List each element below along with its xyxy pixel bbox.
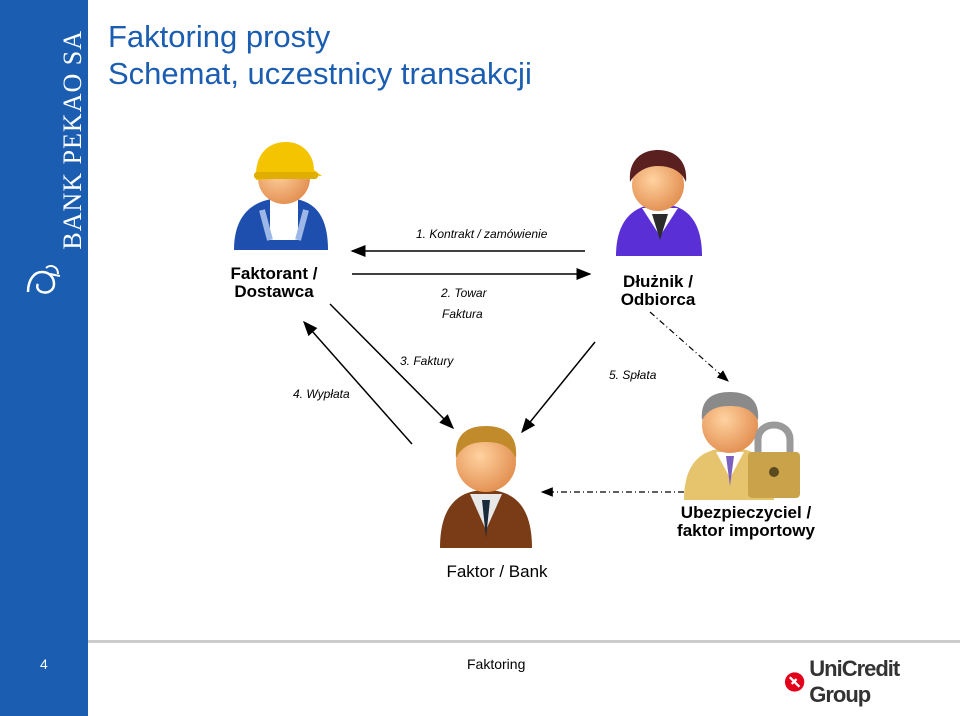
unicredit-logo-icon	[784, 672, 805, 692]
label-faktor: Faktor / Bank	[446, 562, 548, 581]
sidebar	[0, 0, 88, 716]
footer-divider	[88, 640, 960, 643]
arrow-dashed-odbiorca-ubezp	[649, 311, 729, 382]
flow-label-3: 3. Faktury	[400, 354, 454, 368]
label-ubezpieczyciel: Ubezpieczyciel /faktor importowy	[677, 503, 815, 540]
label-odbiorca: Dłużnik /Odbiorca	[620, 272, 696, 309]
client-figure-icon	[616, 150, 702, 256]
diagram-canvas	[234, 142, 800, 548]
arrow-splata	[521, 341, 596, 434]
label-dostawca: Faktorant /Dostawca	[230, 264, 318, 301]
arrow-faktury	[329, 303, 455, 430]
worker-figure-icon	[234, 142, 328, 250]
page-number: 4	[40, 656, 48, 672]
padlock-icon	[748, 421, 800, 498]
banker-figure-icon	[440, 426, 532, 548]
flow-label-2: 2. Towar	[441, 286, 487, 300]
page-title: Faktoring prosty Schemat, uczestnicy tra…	[108, 19, 532, 91]
flow-label-2b: Faktura	[442, 307, 483, 321]
arrow-wyplata	[303, 320, 413, 445]
unicredit-logo: UniCredit Group	[784, 656, 960, 708]
flow-label-1: 1. Kontrakt / zamówienie	[416, 227, 548, 241]
flow-label-4: 4. Wypłata	[293, 387, 350, 401]
footer-title: Faktoring	[467, 656, 526, 672]
flow-label-5: 5. Spłata	[609, 368, 657, 382]
bank-logo-icon	[26, 265, 61, 294]
